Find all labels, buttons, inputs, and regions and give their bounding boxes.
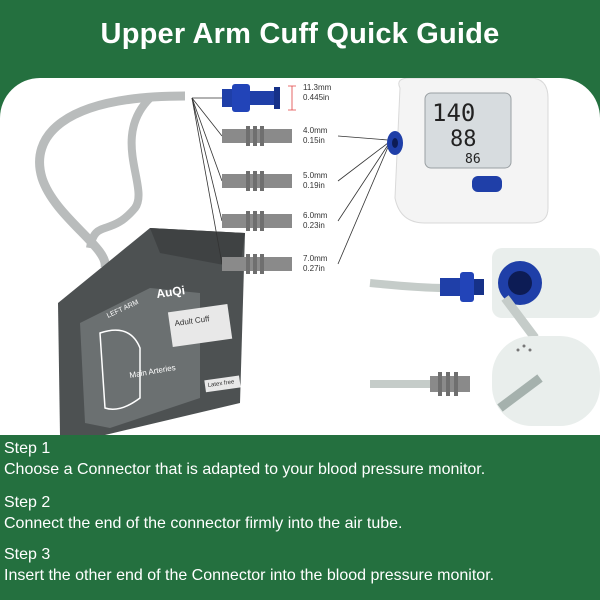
connect-tube-photo [369, 248, 600, 341]
step-2: Step 2 Connect the end of the connector … [4, 489, 402, 534]
monitor-dia: 88 [450, 127, 477, 152]
connector-blue-icon [222, 84, 280, 112]
cuff-illustration: AuQi LEFT ARM Main Arteries Adult Cuff L… [58, 228, 245, 435]
monitor-illustration: 140 88 86 [387, 78, 549, 224]
page-title: Upper Arm Cuff Quick Guide [100, 18, 500, 50]
illustration-panel: AuQi LEFT ARM Main Arteries Adult Cuff L… [0, 78, 600, 435]
step-1-heading: Step 1 [4, 440, 51, 457]
step-3-text: Insert the other end of the Connector in… [4, 567, 495, 584]
illustration: AuQi LEFT ARM Main Arteries Adult Cuff L… [35, 78, 600, 435]
monitor-start-button [472, 176, 502, 192]
monitor-pulse: 86 [465, 152, 481, 167]
step-1-text: Choose a Connector that is adapted to yo… [4, 461, 486, 478]
step-1: Step 1 Choose a Connector that is adapte… [4, 435, 485, 480]
step-2-text: Connect the end of the connector firmly … [4, 515, 403, 532]
step-3: Step 3 Insert the other end of the Conne… [4, 541, 494, 586]
fan-lines [191, 97, 223, 265]
monitor-sys: 140 [432, 99, 475, 127]
cuff-latex: Latex free [207, 379, 235, 389]
step-3-heading: Step 3 [4, 546, 51, 563]
cuff-brand: AuQi [155, 283, 185, 301]
step-2-heading: Step 2 [4, 494, 51, 511]
monitor-lines [337, 135, 389, 265]
connect-monitor-photo [370, 336, 600, 426]
connector-gray-icon [222, 126, 292, 274]
air-tube-2 [86, 95, 153, 249]
